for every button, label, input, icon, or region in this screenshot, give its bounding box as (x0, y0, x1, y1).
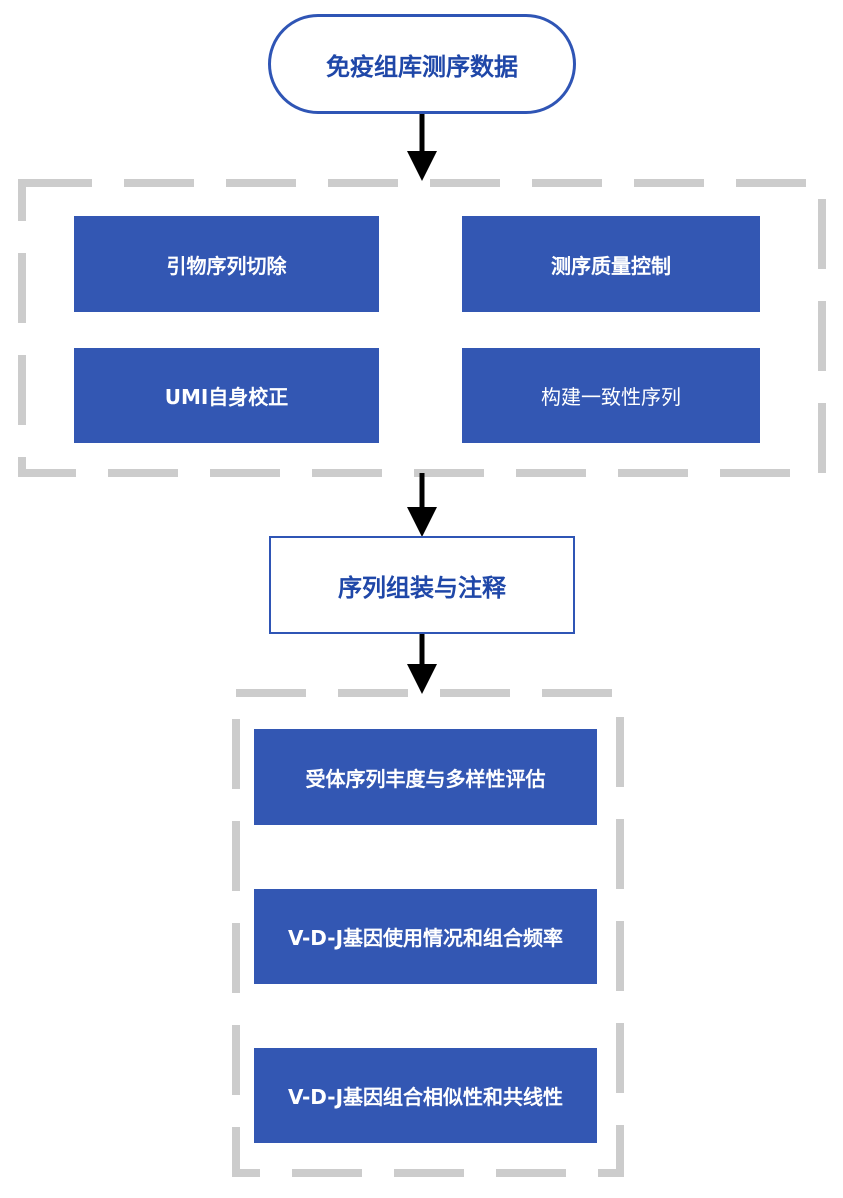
umi-correction-node: UMI自身校正 (74, 348, 379, 443)
vdj-usage-label: V-D-J基因使用情况和组合频率 (287, 926, 564, 950)
assembly-node: 序列组装与注释 (269, 536, 575, 634)
vdj-usage-node: V-D-J基因使用情况和组合频率 (254, 889, 597, 984)
primer-trim-label: 引物序列切除 (166, 253, 287, 278)
start-node: 免疫组库测序数据 (268, 14, 576, 114)
start-node-label: 免疫组库测序数据 (326, 52, 518, 81)
vdj-similarity-label: V-D-J基因组合相似性和共线性 (287, 1085, 564, 1109)
quality-control-label: 测序质量控制 (551, 253, 671, 278)
primer-trim-node: 引物序列切除 (74, 216, 379, 312)
quality-control-node: 测序质量控制 (462, 216, 760, 312)
diversity-node: 受体序列丰度与多样性评估 (254, 729, 597, 825)
consensus-node: 构建一致性序列 (462, 348, 760, 443)
diversity-label: 受体序列丰度与多样性评估 (305, 766, 546, 791)
umi-correction-label: UMI自身校正 (164, 385, 289, 409)
assembly-label: 序列组装与注释 (338, 573, 506, 602)
consensus-label: 构建一致性序列 (541, 385, 681, 409)
analysis-group-border (232, 689, 624, 1177)
vdj-similarity-node: V-D-J基因组合相似性和共线性 (254, 1048, 597, 1143)
